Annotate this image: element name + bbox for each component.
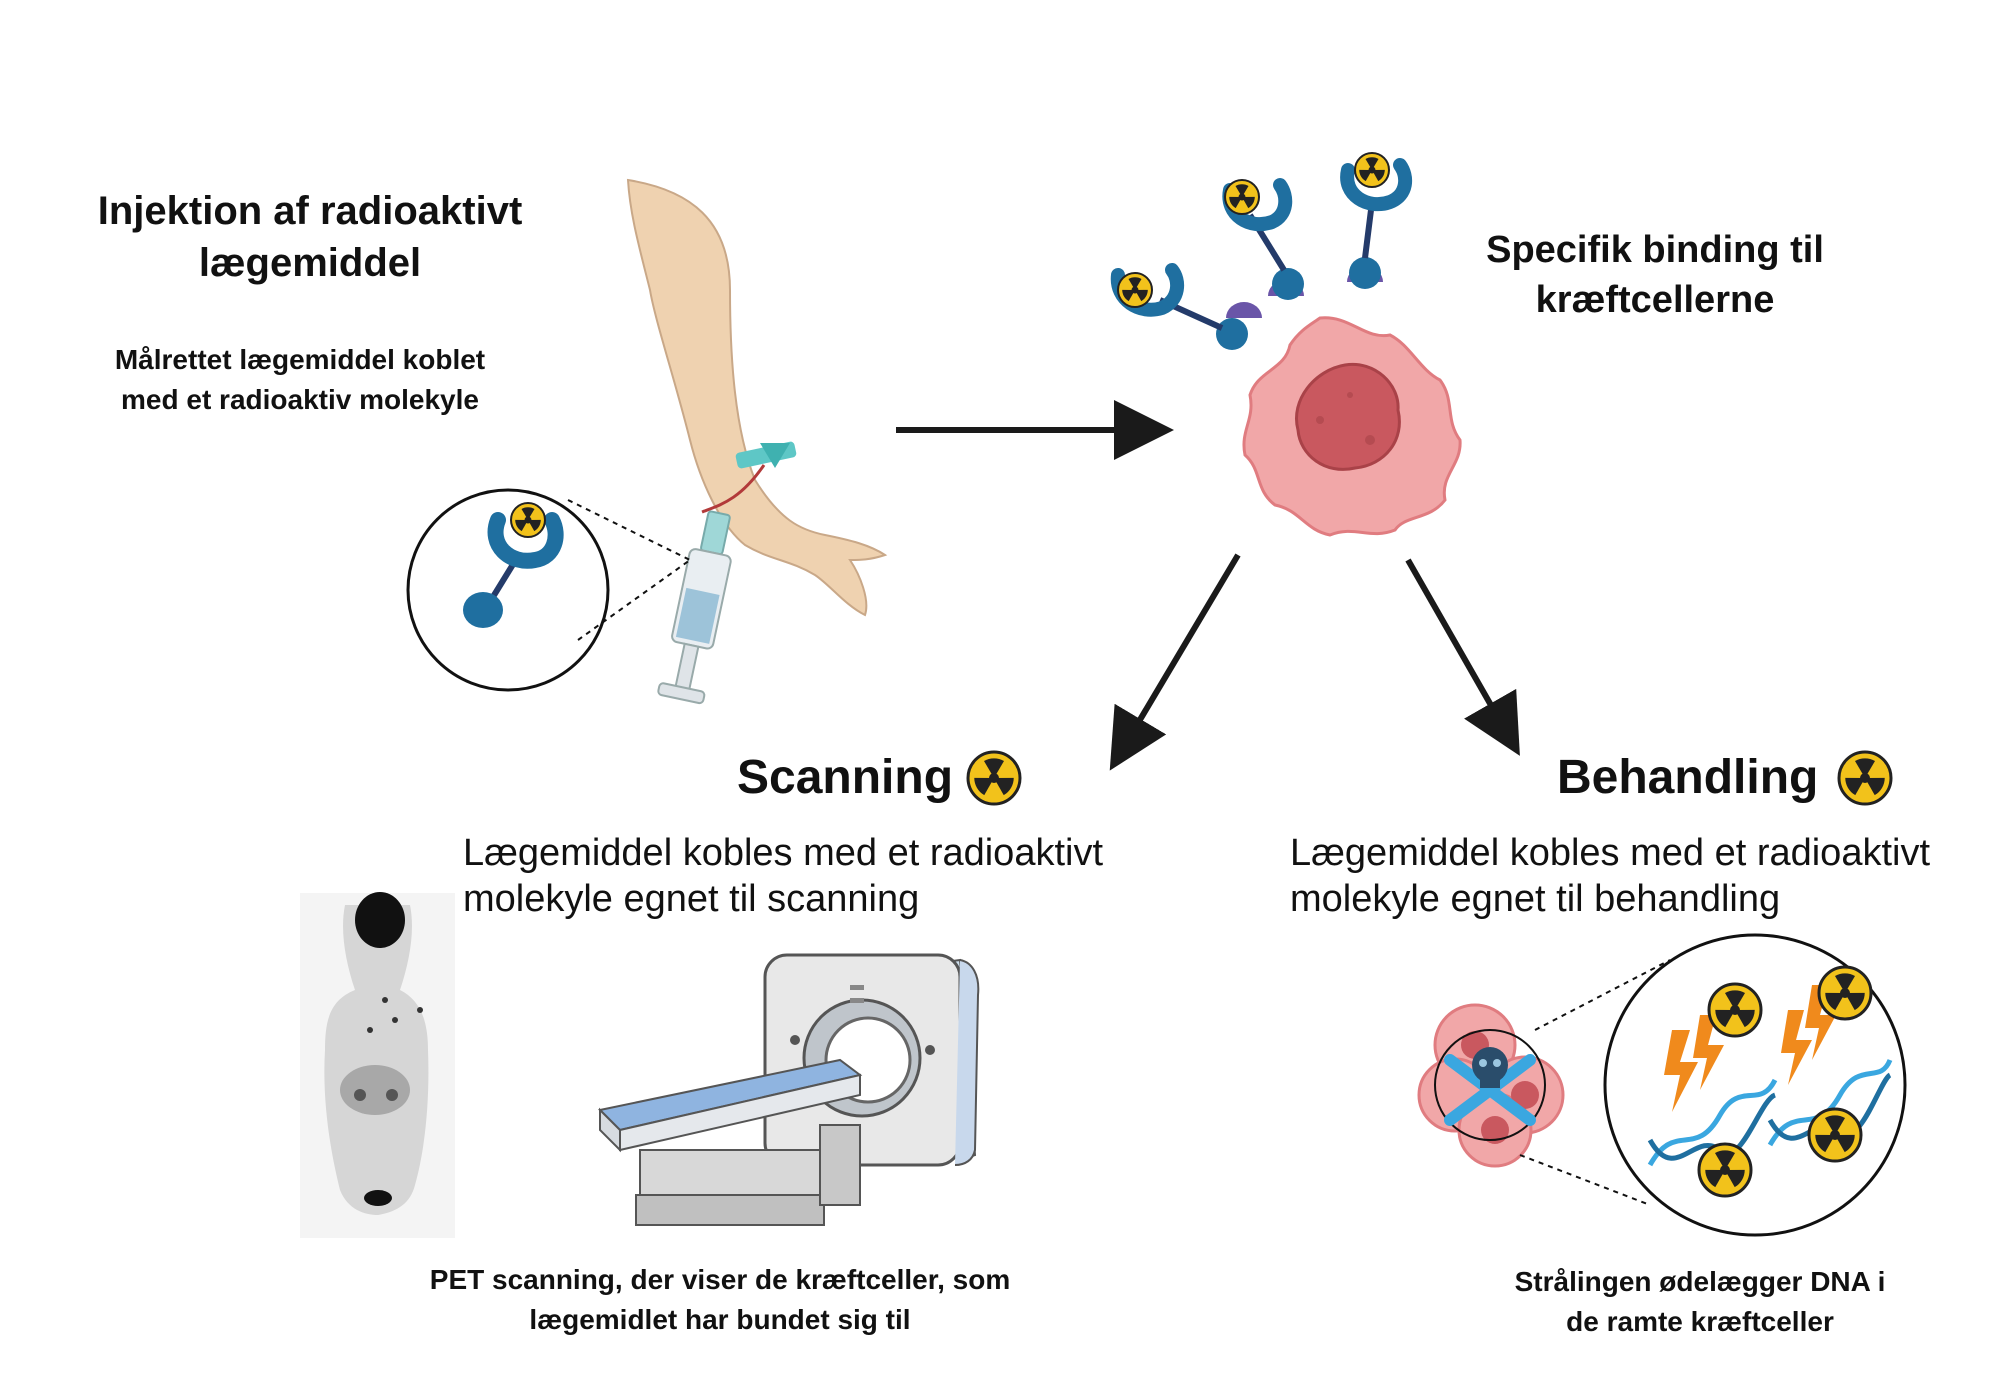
scanning-caption-line2: lægemidlet har bundet sig til xyxy=(529,1304,911,1335)
injection-title: Injektion af radioaktivt lægemiddel xyxy=(60,185,560,289)
treatment-caption-line2: de ramte kræftceller xyxy=(1566,1306,1834,1337)
scanning-desc-line2: molekyle egnet til scanning xyxy=(463,878,920,920)
scanning-heading: Scanning xyxy=(737,751,954,804)
radiation-icon xyxy=(1697,1142,1753,1198)
binding-title: Specifik binding til kræftcellerne xyxy=(1440,225,1870,325)
pet-scan-image xyxy=(300,892,455,1238)
radiation-icon xyxy=(966,750,1022,806)
treatment-caption-line1: Strålingen ødelægger DNA i xyxy=(1514,1266,1886,1297)
treatment-desc-line1: Lægemiddel kobles med et radioaktivt xyxy=(1290,832,1931,874)
scanning-desc-line1: Lægemiddel kobles med et radioaktivt xyxy=(463,832,1104,874)
radiation-icon xyxy=(1807,1107,1863,1163)
antibody-icon xyxy=(463,512,564,628)
treatment-caption: Strålingen ødelægger DNA i de ramte kræf… xyxy=(1440,1262,1960,1342)
radiation-icon xyxy=(1817,965,1873,1021)
arm-icon xyxy=(626,178,888,617)
syringe-icon xyxy=(657,510,732,705)
arrow-to-scanning xyxy=(1109,553,1241,771)
ct-scanner-icon xyxy=(597,953,980,1226)
arrow-to-treatment xyxy=(1405,558,1520,756)
binding-title-line1: Specifik binding til xyxy=(1486,229,1824,271)
radiation-icon xyxy=(1837,750,1893,806)
treatment-heading: Behandling xyxy=(1557,751,1819,804)
injection-title-line2: lægemiddel xyxy=(198,241,422,285)
injection-title-line1: Injektion af radioaktivt xyxy=(97,189,523,233)
scanning-caption: PET scanning, der viser de kræftceller, … xyxy=(360,1260,1080,1340)
injection-subtitle-line1: Målrettet lægemiddel koblet xyxy=(114,344,486,375)
radiation-icon xyxy=(510,502,546,538)
bound-antibodies xyxy=(1110,158,1413,350)
radiation-icon xyxy=(1117,272,1153,308)
scanning-description: Lægemiddel kobles med et radioaktivt mol… xyxy=(463,830,1103,922)
skull-icon xyxy=(1444,1047,1536,1126)
binding-title-line2: kræftcellerne xyxy=(1535,279,1775,321)
treatment-description: Lægemiddel kobles med et radioaktivt mol… xyxy=(1290,830,1930,922)
scanning-caption-line1: PET scanning, der viser de kræftceller, … xyxy=(429,1264,1011,1295)
treatment-desc-line2: molekyle egnet til behandling xyxy=(1290,878,1781,920)
drug-zoom-circle xyxy=(406,488,610,692)
injection-subtitle: Målrettet lægemiddel koblet med et radio… xyxy=(70,340,530,420)
radiation-icon xyxy=(1354,152,1390,188)
injection-subtitle-line2: med et radioaktiv molekyle xyxy=(121,384,479,415)
radiation-icon xyxy=(1707,982,1763,1038)
radiation-icon xyxy=(1224,179,1260,215)
lightning-icon xyxy=(1664,985,1836,1112)
cancer-cell-icon xyxy=(1242,316,1462,537)
